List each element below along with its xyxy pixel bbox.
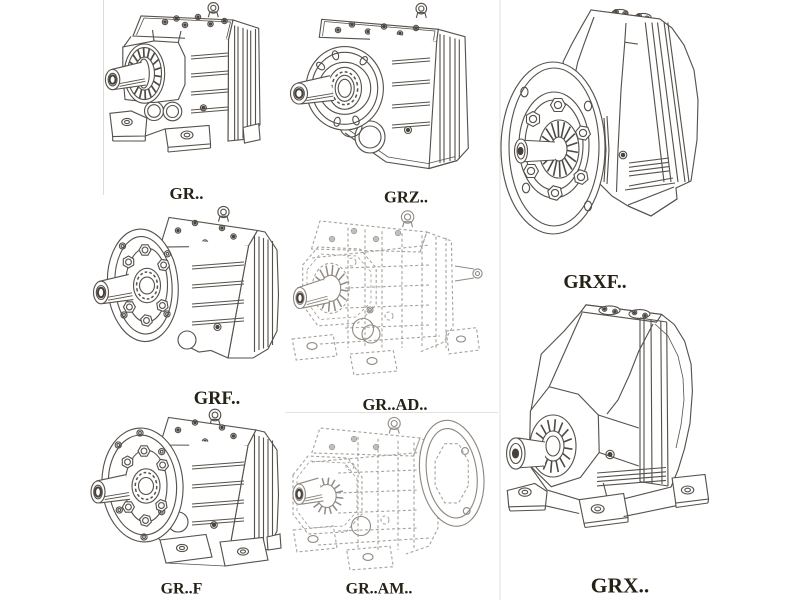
svg-text:GRXF..: GRXF..: [563, 272, 626, 293]
svg-text:GR..AM..: GR..AM..: [346, 581, 413, 598]
svg-text:GRZ..: GRZ..: [384, 188, 428, 207]
svg-text:GR..: GR..: [170, 184, 204, 203]
svg-text:GR..AD..: GR..AD..: [362, 395, 427, 414]
svg-text:GR..F: GR..F: [161, 581, 203, 598]
svg-text:GRX..: GRX..: [591, 574, 650, 598]
svg-text:GRF..: GRF..: [194, 389, 241, 409]
